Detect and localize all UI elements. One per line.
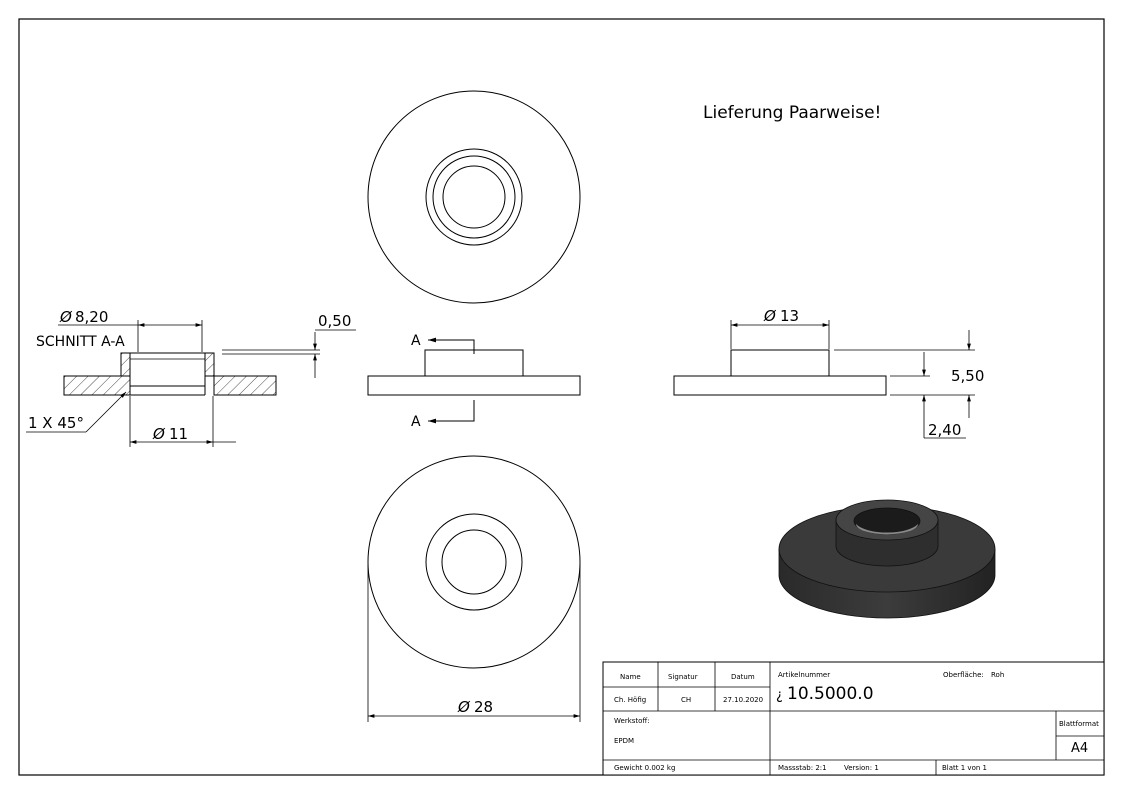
- tb-sheet: Blatt 1 von 1: [942, 764, 987, 772]
- section-title: SCHNITT A-A: [36, 334, 125, 350]
- cut-label-top: A: [411, 333, 421, 349]
- title-block: Name Signatur Datum Ch. Höfig CH 27.10.2…: [602, 661, 1105, 776]
- tb-scale: Massstab: 2:1: [778, 764, 827, 772]
- tb-name: Ch. Höfig: [614, 696, 646, 704]
- tb-material-label: Werkstoff:: [614, 717, 650, 725]
- isometric-view: [778, 499, 996, 619]
- delivery-note: Lieferung Paarweise!: [703, 103, 881, 123]
- dim-diameter-symbol: Ø: [457, 698, 471, 716]
- tb-surface-value: Roh: [991, 671, 1004, 679]
- side-view: Ø 13 5,50 2,40: [673, 307, 984, 439]
- dim-collar-symbol: Ø: [763, 307, 777, 325]
- dim-bore: 8,20: [75, 308, 108, 326]
- dim-diameter: 28: [474, 698, 493, 716]
- dim-chamfer: 1 X 45°: [28, 414, 84, 432]
- dim-base: 2,40: [928, 421, 961, 439]
- front-view: A A: [367, 333, 581, 430]
- tb-weight: Gewicht 0.002 kg: [614, 764, 675, 772]
- tb-header-date: Datum: [731, 673, 755, 681]
- cut-label-bottom: A: [411, 414, 421, 430]
- tb-version: Version: 1: [844, 764, 879, 772]
- dim-bore-symbol: Ø: [59, 308, 73, 326]
- tb-article-number: 10.5000.0: [787, 684, 874, 704]
- section-view: SCHNITT A-A Ø 8,20 0,50 1 X 45°: [26, 308, 356, 447]
- top-view: [367, 90, 581, 304]
- tb-article-label: Artikelnummer: [778, 671, 830, 679]
- tb-article-prefix: ¿: [776, 688, 783, 703]
- tb-material-value: EPDM: [614, 737, 634, 745]
- dim-height: 5,50: [951, 367, 984, 385]
- dim-step: 0,50: [318, 312, 351, 330]
- tb-sheet-format-value: A4: [1071, 741, 1088, 756]
- dim-collar: 13: [780, 307, 799, 325]
- bottom-view: Ø 28: [367, 455, 581, 722]
- tb-date: 27.10.2020: [723, 696, 763, 704]
- tb-signature: CH: [681, 696, 691, 704]
- drawing-frame: [18, 18, 1105, 776]
- dim-outer-collar-symbol: Ø: [152, 425, 166, 443]
- dim-outer-collar: 11: [169, 425, 188, 443]
- tb-header-signature: Signatur: [668, 673, 698, 681]
- tb-surface-label: Oberfläche:: [943, 671, 984, 679]
- tb-header-name: Name: [620, 673, 641, 681]
- tb-sheet-format-label: Blattformat: [1059, 720, 1099, 728]
